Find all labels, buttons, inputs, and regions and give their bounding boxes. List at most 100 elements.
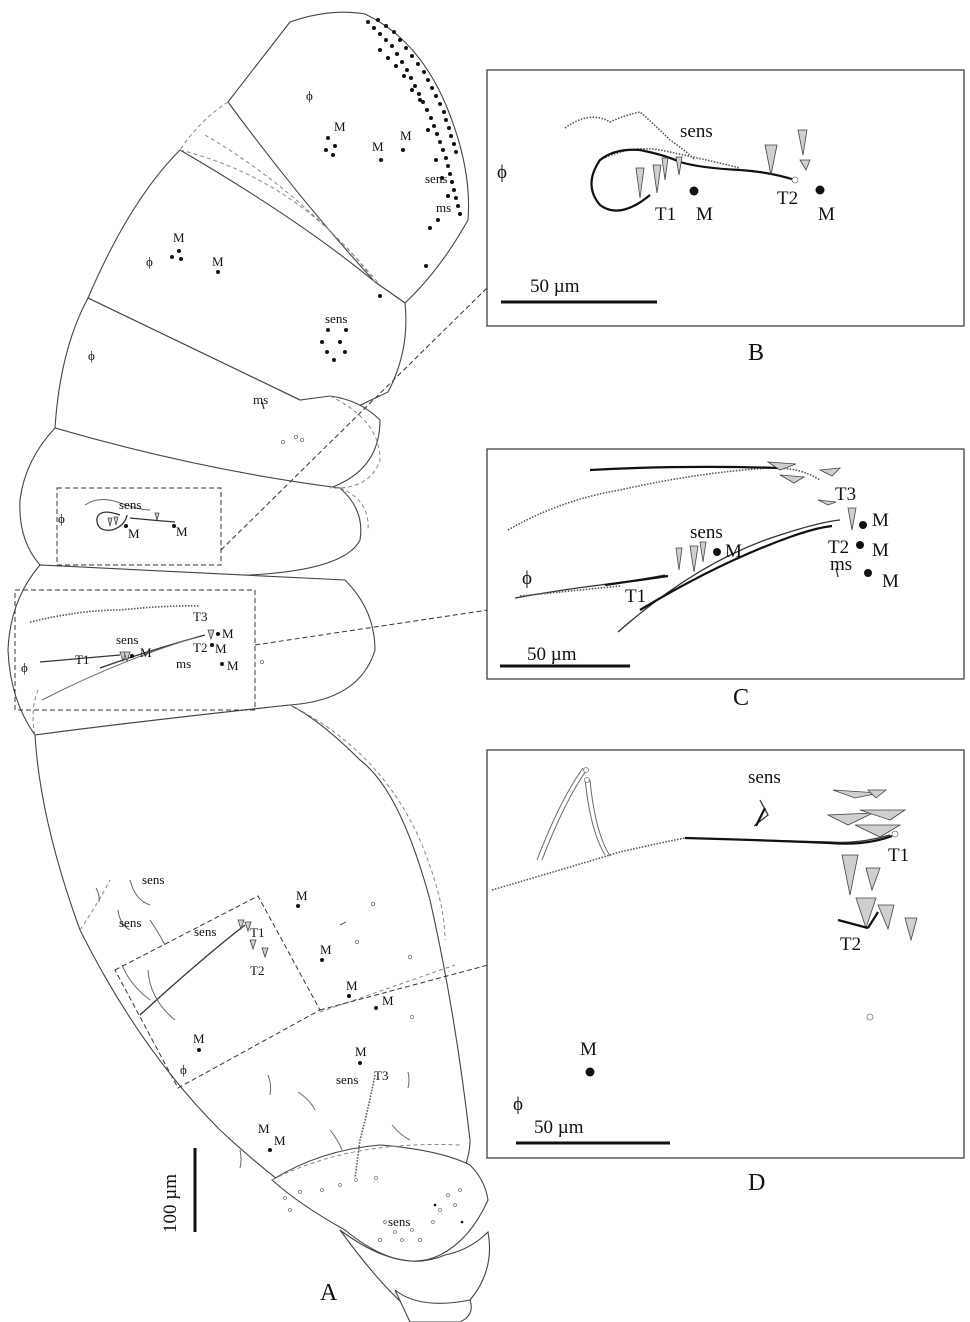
pit-dot bbox=[432, 124, 436, 128]
pit-dot bbox=[454, 196, 458, 200]
pit-dot bbox=[405, 68, 409, 72]
pit-dot bbox=[402, 74, 406, 78]
pit-dot bbox=[384, 38, 388, 42]
pit-dot bbox=[452, 188, 456, 192]
segment4-sensory-complex bbox=[84, 499, 176, 531]
label-m: M bbox=[818, 204, 835, 225]
label-m: M bbox=[320, 942, 332, 957]
panel-a-body-drawing bbox=[7, 11, 491, 1322]
phi-symbol: ϕ bbox=[58, 511, 65, 526]
scale-label-a: 100 µm bbox=[160, 1174, 181, 1233]
label-m: M bbox=[580, 1039, 597, 1060]
phi-symbol: ϕ bbox=[497, 162, 507, 183]
pit-dot bbox=[426, 78, 430, 82]
pit-dot bbox=[409, 76, 413, 80]
pit-dot bbox=[434, 158, 438, 162]
phi-symbol: ϕ bbox=[306, 88, 313, 103]
panel-letter-a: A bbox=[320, 1280, 338, 1306]
panel-letter-b: B bbox=[748, 340, 764, 366]
pit-dot bbox=[429, 116, 433, 120]
panel-a-labels: M M M sens ms M M sens ms sens M M T3 se… bbox=[21, 88, 451, 1229]
pit-dot bbox=[413, 84, 417, 88]
label-m: M bbox=[334, 119, 346, 134]
label-sens: sens bbox=[680, 121, 713, 142]
panel-a-scale-bar: 100 µm bbox=[160, 1148, 197, 1233]
label-sens: sens bbox=[116, 632, 138, 647]
label-sens: sens bbox=[142, 872, 164, 887]
panel-letter-c: C bbox=[733, 685, 749, 711]
label-sens: sens bbox=[119, 497, 141, 512]
pit-dot bbox=[436, 218, 440, 222]
panel-d: sens T1 T2 M ϕ 50 µm bbox=[486, 749, 965, 1159]
pit-dot bbox=[446, 194, 450, 198]
label-m: M bbox=[296, 888, 308, 903]
posterior-pits bbox=[283, 1176, 464, 1242]
label-t2: T2 bbox=[828, 537, 849, 558]
pit-dot bbox=[378, 32, 382, 36]
pit-dot bbox=[438, 140, 442, 144]
pit-dot bbox=[392, 30, 396, 34]
label-ms: ms bbox=[830, 554, 852, 575]
pit-dot bbox=[366, 20, 370, 24]
pit-dot bbox=[434, 94, 438, 98]
label-ms: ms bbox=[176, 656, 191, 671]
pit-dot bbox=[452, 142, 456, 146]
label-m: M bbox=[176, 524, 188, 539]
label-m: M bbox=[173, 230, 185, 245]
segment5-sensory-complex bbox=[29, 605, 224, 701]
label-m: M bbox=[215, 641, 227, 656]
label-sens: sens bbox=[748, 767, 781, 788]
pit-dot bbox=[417, 92, 421, 96]
phi-symbol: ϕ bbox=[21, 660, 28, 675]
label-m: M bbox=[400, 128, 412, 143]
pit-dot bbox=[440, 176, 444, 180]
pit-dot bbox=[376, 18, 380, 22]
pit-dot bbox=[442, 110, 446, 114]
scale-label-c: 50 µm bbox=[527, 644, 577, 665]
label-m: M bbox=[258, 1121, 270, 1136]
label-t3: T3 bbox=[835, 484, 856, 505]
pit-dot bbox=[372, 26, 376, 30]
label-t1: T1 bbox=[625, 586, 646, 607]
pit-dot bbox=[390, 44, 394, 48]
label-m: M bbox=[372, 139, 384, 154]
label-m: M bbox=[382, 993, 394, 1008]
pit-dot bbox=[454, 150, 458, 154]
pit-dot bbox=[418, 98, 422, 102]
pit-dot bbox=[438, 102, 442, 106]
label-t1: T1 bbox=[888, 845, 909, 866]
pit-dot bbox=[386, 56, 390, 60]
pit-dot bbox=[378, 48, 382, 52]
pit-dot bbox=[395, 52, 399, 56]
label-m: M bbox=[227, 658, 239, 673]
leader-line-d bbox=[319, 964, 489, 1011]
label-m: M bbox=[725, 541, 742, 562]
phi-symbol: ϕ bbox=[513, 1094, 523, 1115]
label-m: M bbox=[355, 1044, 367, 1059]
pit-dot bbox=[447, 126, 451, 130]
pit-dot bbox=[400, 60, 404, 64]
phi-symbol: ϕ bbox=[146, 254, 153, 269]
panel-c: T3 M sens M T2 M ms M T1 ϕ 50 µm bbox=[486, 448, 965, 680]
label-ms: ms bbox=[253, 392, 268, 407]
label-m: M bbox=[274, 1133, 286, 1148]
pit-dot bbox=[384, 24, 388, 28]
label-m: M bbox=[222, 626, 234, 641]
label-sens: sens bbox=[119, 915, 141, 930]
pit-dot bbox=[450, 180, 454, 184]
scale-label-b: 50 µm bbox=[530, 276, 580, 297]
pit-dot bbox=[410, 88, 414, 92]
panel-letter-d: D bbox=[748, 1170, 765, 1196]
label-m: M bbox=[872, 510, 889, 531]
pit-dot bbox=[435, 132, 439, 136]
panel-a-inset-box-c bbox=[14, 589, 256, 711]
label-m: M bbox=[140, 645, 152, 660]
label-m: M bbox=[696, 204, 713, 225]
panel-a-setae bbox=[29, 136, 464, 1242]
label-m: M bbox=[193, 1031, 205, 1046]
leader-line-b bbox=[220, 286, 489, 551]
pit-dot bbox=[416, 62, 420, 66]
label-m: M bbox=[872, 540, 889, 561]
pit-dot bbox=[394, 64, 398, 68]
